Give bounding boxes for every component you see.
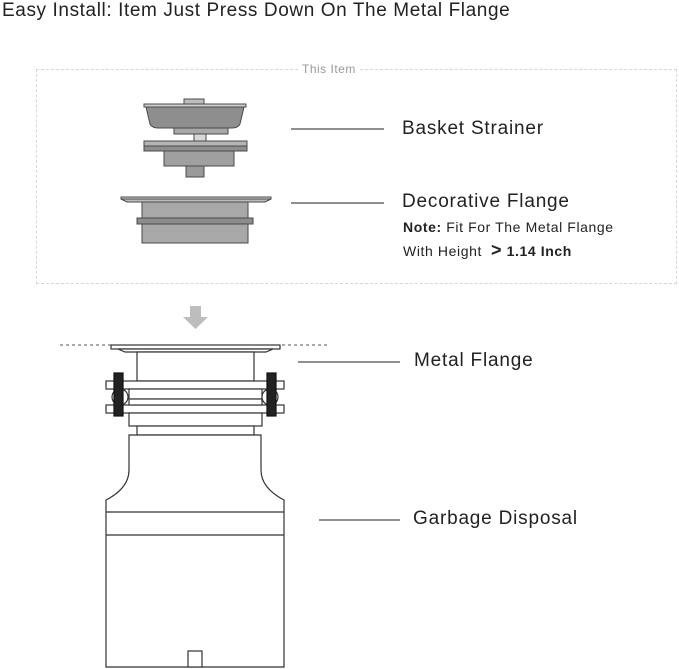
decorative-flange-drawing [120, 196, 272, 244]
leader-lines [291, 128, 400, 521]
metal-flange-drawing [105, 344, 285, 436]
page-title: Easy Install: Item Just Press Down On Th… [2, 0, 511, 21]
garbage-disposal-label: Garbage Disposal [413, 508, 578, 529]
basket-strainer-drawing [143, 98, 248, 178]
note-prefix: Note: [403, 219, 442, 235]
garbage-disposal-drawing [105, 434, 285, 668]
note-text-2: With Height [403, 243, 482, 259]
note-line-2: With Height > 1.14 Inch [403, 240, 572, 261]
note-line-1: Note: Fit For The Metal Flange [403, 219, 614, 235]
note-text-1: Fit For The Metal Flange [441, 219, 614, 235]
basket-strainer-label: Basket Strainer [402, 118, 544, 139]
note-value: 1.14 Inch [506, 243, 572, 259]
this-item-label: This Item [299, 62, 359, 76]
down-arrow-icon [183, 306, 208, 329]
greater-than-sign: > [490, 240, 503, 260]
metal-flange-label: Metal Flange [414, 350, 534, 371]
decorative-flange-label: Decorative Flange [402, 191, 570, 212]
